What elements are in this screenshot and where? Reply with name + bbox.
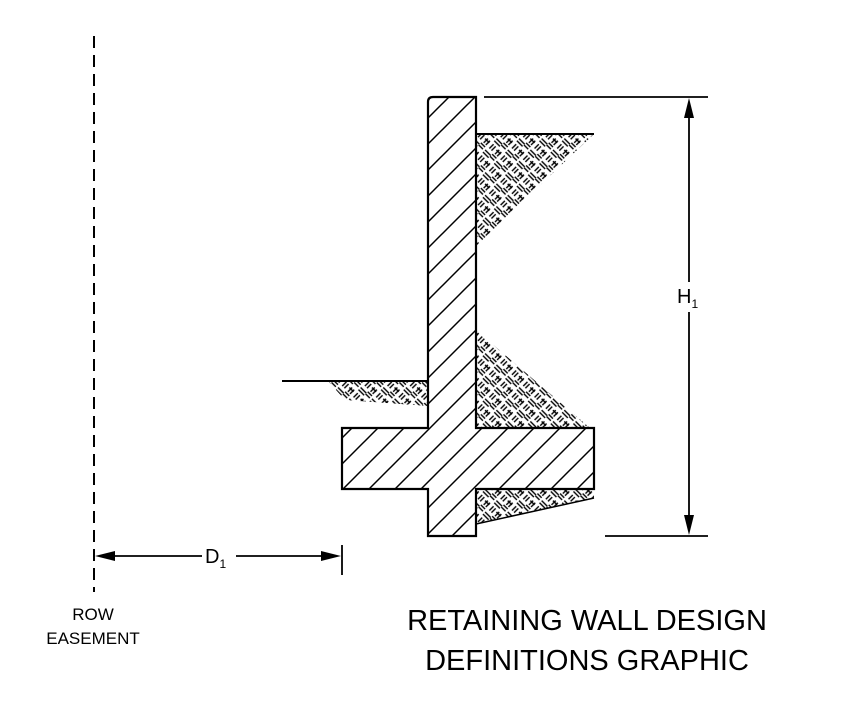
height-label: H1 <box>677 286 698 311</box>
diagram-title-line1: RETAINING WALL DESIGN <box>407 605 767 637</box>
height-label-symbol: H <box>677 286 691 308</box>
distance-label: D1 <box>205 546 226 571</box>
toe-side-soil <box>328 381 428 406</box>
height-label-subscript: 1 <box>691 297 698 311</box>
distance-label-subscript: 1 <box>219 557 226 571</box>
distance-label-symbol: D <box>205 546 219 568</box>
backfill-upper-soil <box>476 134 594 246</box>
height-arrow-top <box>684 98 694 118</box>
diagram-title-line2: DEFINITIONS GRAPHIC <box>425 645 749 677</box>
row-easement-label-line1: ROW <box>72 605 114 624</box>
distance-arrow-left <box>95 551 115 561</box>
backfill-lower-soil <box>476 330 590 428</box>
height-arrow-bottom <box>684 515 694 535</box>
heel-underside-soil <box>476 489 594 524</box>
retaining-wall-section <box>340 95 596 538</box>
heel-soil-bottom-line <box>475 497 595 525</box>
row-easement-label-line2: EASEMENT <box>46 629 140 648</box>
distance-arrow-right <box>321 551 341 561</box>
